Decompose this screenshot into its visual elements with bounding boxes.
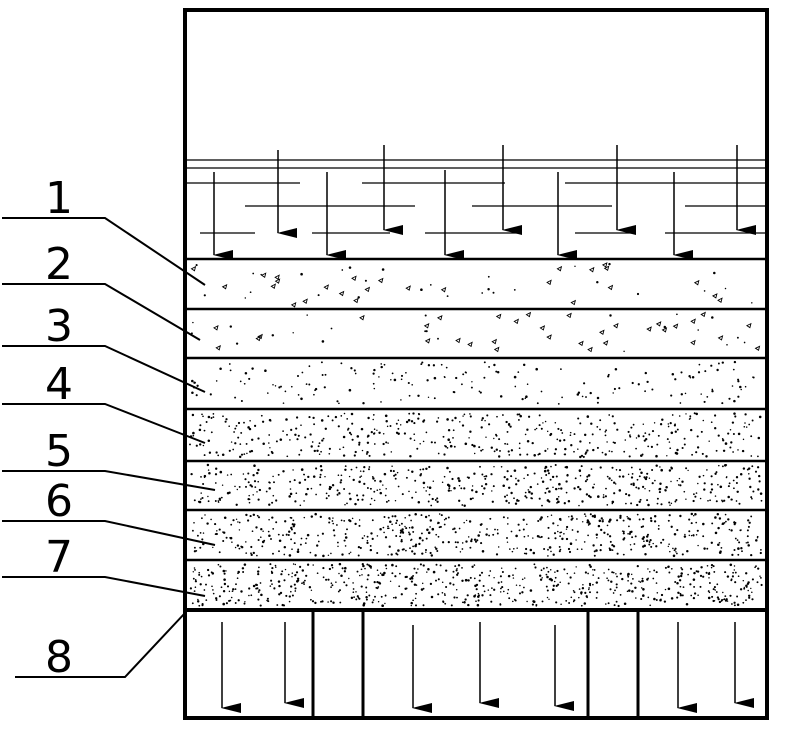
leader-line-7: [2, 576, 206, 597]
layer-label-3: 3: [45, 301, 73, 352]
layer-label-8: 8: [45, 632, 73, 683]
layer-boundaries: [185, 257, 767, 612]
inflow-water-lines: [185, 159, 767, 234]
outflow-arrows: [221, 622, 754, 713]
container-outline: [183, 8, 769, 720]
layer-7-texture: [189, 562, 763, 608]
layer-label-1: 1: [45, 173, 73, 224]
leader-line-6: [2, 520, 216, 546]
layer-label-5: 5: [45, 426, 73, 477]
layer-label-6: 6: [45, 476, 73, 527]
layer-label-7: 7: [45, 532, 73, 583]
layer-6-texture: [191, 512, 762, 558]
underdrain-compartments: [311, 610, 640, 718]
leader-lines: [2, 217, 216, 678]
layer-2-texture: [190, 311, 761, 353]
filter-layers: [189, 262, 763, 608]
layer-3-texture: [191, 360, 755, 405]
leader-line-8: [15, 612, 186, 678]
layer-label-4: 4: [45, 359, 73, 410]
layer-1-texture: [190, 262, 753, 308]
leader-line-1: [2, 217, 206, 286]
leader-line-3: [2, 345, 206, 393]
inflow-arrows: [213, 145, 756, 260]
layer-labels: 1 2 3 4 5 6 7 8: [45, 173, 73, 683]
layer-label-2: 2: [45, 239, 73, 290]
layer-5-texture: [190, 463, 763, 507]
layer-4-texture: [189, 412, 762, 459]
leader-line-4: [2, 403, 206, 444]
leader-line-2: [2, 283, 201, 341]
leader-line-5: [2, 470, 216, 491]
